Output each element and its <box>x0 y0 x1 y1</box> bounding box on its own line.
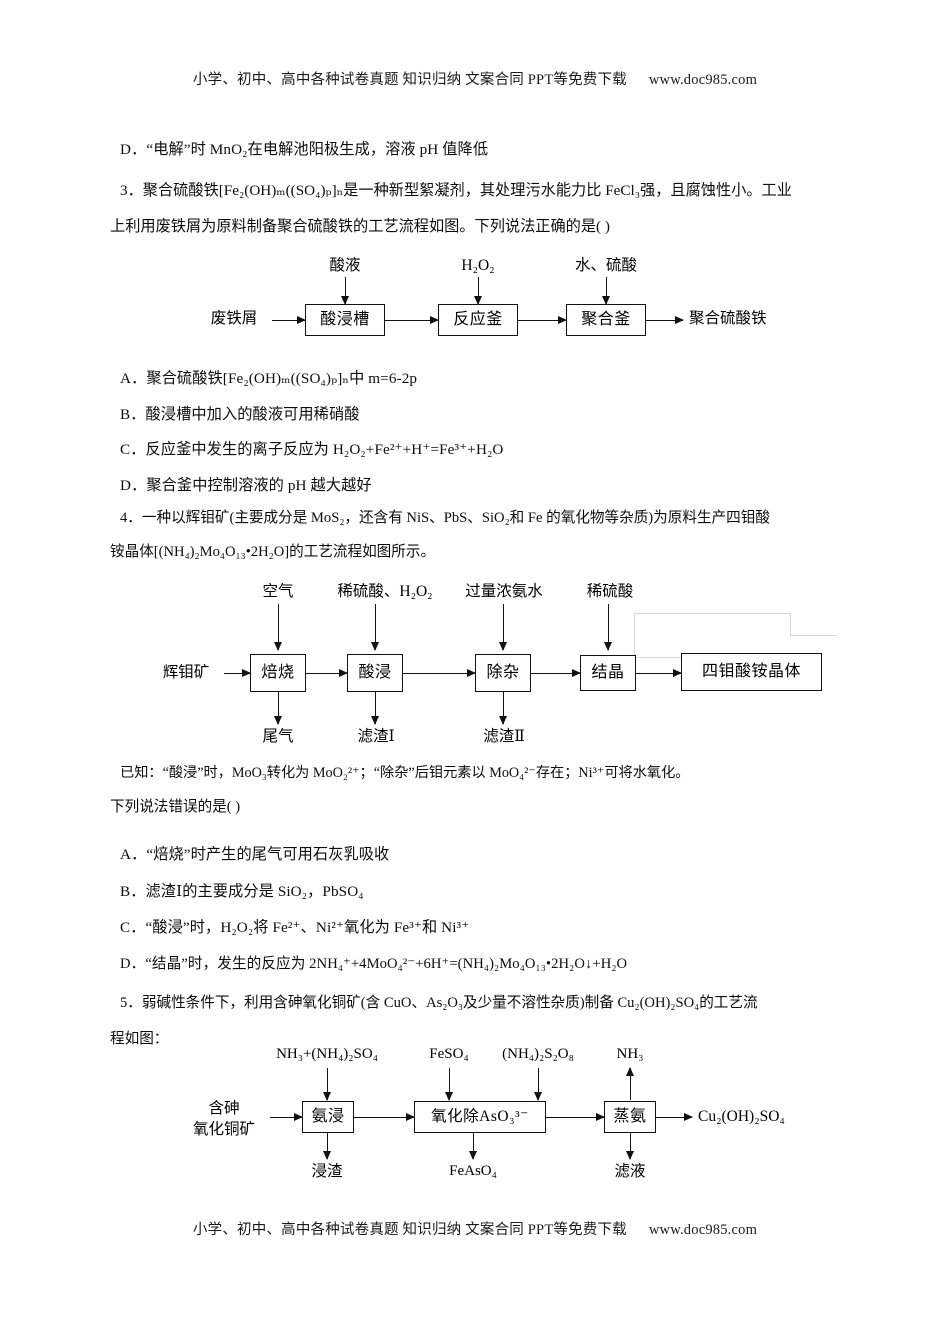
flow3-output-label-nh3: NH₃ <box>616 1046 644 1062</box>
flow3-stage-box-0: 氨浸 <box>302 1101 354 1133</box>
q5-stem-line1: 5．弱碱性条件下，利用含砷氧化铜矿(含 CuO、As₂O₃及少量不溶性杂质)制备… <box>120 995 758 1011</box>
flow1-stage-box-0: 酸浸槽 <box>305 304 385 336</box>
header-watermark: 小学、初中、高中各种试卷真题 知识归纳 文案合同 PPT等免费下载 www.doc… <box>0 68 950 89</box>
flow3-source-line1: 含砷 <box>208 1100 240 1117</box>
q4-known-line2: 下列说法错误的是( ) <box>110 799 241 815</box>
footer-watermark: 小学、初中、高中各种试卷真题 知识归纳 文案合同 PPT等免费下载 www.doc… <box>0 1218 950 1239</box>
q3-option-c: C．反应釜中发生的离子反应为 H₂O₂+Fe²⁺+H⁺=Fe³⁺+H₂O <box>120 441 504 458</box>
flow1-stage-box-1: 反应釜 <box>438 304 518 336</box>
flow3-product-label: Cu₂(OH)₂SO₄ <box>698 1108 785 1125</box>
q4-known-line1: 已知：“酸浸”时，MoO₃转化为 MoO₂²⁺；“除杂”后钼元素以 MoO₄²⁻… <box>120 765 690 781</box>
scan-artifact-line-6 <box>790 635 837 636</box>
flow2-stage-box-1: 酸浸 <box>347 654 403 692</box>
flow3-out-arrow-0 <box>323 1133 332 1160</box>
flow3-source-label: 含砷氧化铜矿 <box>178 1098 270 1140</box>
flow3-up-arrow-nh3 <box>626 1067 635 1100</box>
flow2-stage-box-0: 焙烧 <box>250 654 306 692</box>
flow2-arrow-1-2 <box>403 669 476 678</box>
q4-stem-line2: 铵晶体[(NH₄)₂Mo₄O₁₃•2H₂O]的工艺流程如图所示。 <box>110 544 436 560</box>
flow1-input-label-1: H₂O₂ <box>461 257 495 274</box>
flow1-arrow-out <box>646 316 684 325</box>
flow2-input-label-3: 稀硫酸 <box>586 583 634 600</box>
flow3-out-arrow-1 <box>469 1133 478 1160</box>
flow3-down-arrow-0 <box>323 1068 332 1101</box>
q4-stem-line1: 4．一种以辉钼矿(主要成分是 MoS₂，还含有 NiS、PbS、SiO₂和 Fe… <box>120 510 770 526</box>
flow2-down-arrow-3 <box>604 604 613 651</box>
flow3-stage-box-2: 蒸氨 <box>604 1101 656 1133</box>
flow2-output-label-0: 尾气 <box>262 728 294 745</box>
flow2-stage-box-3: 结晶 <box>580 655 636 691</box>
flow3-output-label-0: 浸渣 <box>311 1163 343 1180</box>
flow3-out-arrow-2 <box>626 1133 635 1160</box>
flow3-arrow-1-2 <box>546 1113 605 1122</box>
flow3-arrow-out <box>656 1113 693 1122</box>
flow1-product-label: 聚合硫酸铁 <box>689 310 767 327</box>
flow2-out-arrow-0 <box>274 692 283 725</box>
scan-artifact-line-1 <box>634 613 790 614</box>
q3-stem-line2: 上利用废铁屑为原料制备聚合硫酸铁的工艺流程如图。下列说法正确的是( ) <box>110 218 610 235</box>
watermark-url: www.doc985.com <box>648 72 758 88</box>
flow2-down-arrow-0 <box>274 604 283 651</box>
flow2-product-box: 四钼酸铵晶体 <box>681 653 822 691</box>
flow3-arrow-0-1 <box>354 1113 415 1122</box>
flow2-down-arrow-1 <box>371 604 380 651</box>
footer-watermark-text: 小学、初中、高中各种试卷真题 知识归纳 文案合同 PPT等免费下载 <box>192 1222 627 1238</box>
flow2-arrow-0-1 <box>306 669 348 678</box>
flow2-out-arrow-1 <box>371 692 380 725</box>
flow3-output-label-2: 滤液 <box>614 1163 646 1180</box>
q3-option-a: A．聚合硫酸铁[Fe₂(OH)ₘ((SO₄)ₚ]ₙ中 m=6-2p <box>120 370 418 387</box>
flow3-arrow-in <box>270 1113 303 1122</box>
flow2-source-label: 辉钼矿 <box>162 664 210 681</box>
flow2-output-label-2: 滤渣Ⅱ <box>483 728 525 745</box>
flow2-input-label-0: 空气 <box>262 583 294 600</box>
flow2-stage-box-2: 除杂 <box>475 654 531 692</box>
flow3-input-label-2: (NH₄)₂S₂O₈ <box>502 1046 574 1062</box>
flow1-arrow-0-1 <box>385 316 439 325</box>
flow2-down-arrow-2 <box>499 604 508 651</box>
flow2-arrow-in <box>224 669 251 678</box>
q3-option-d: D．聚合釜中控制溶液的 pH 越大越好 <box>120 477 372 494</box>
flow1-input-label-0: 酸液 <box>329 257 361 274</box>
flow2-output-label-1: 滤渣Ⅰ <box>357 728 395 745</box>
q3-stem-line1: 3．聚合硫酸铁[Fe₂(OH)ₘ((SO₄)ₚ]ₙ是一种新型絮凝剂，其处理污水能… <box>120 182 792 199</box>
q4-option-b: B．滤渣Ⅰ的主要成分是 SiO₂，PbSO₄ <box>120 883 364 900</box>
flow1-input-label-2: 水、硫酸 <box>574 257 637 274</box>
scan-artifact-line-5 <box>790 613 791 635</box>
flow3-down-arrow-2 <box>534 1068 543 1101</box>
footer-watermark-url: www.doc985.com <box>648 1222 758 1238</box>
flow2-out-arrow-2 <box>499 692 508 725</box>
scan-artifact-line-3 <box>634 657 716 658</box>
flow3-input-label-0: NH₃+(NH₄)₂SO₄ <box>276 1046 378 1062</box>
flow3-source-line2: 氧化铜矿 <box>192 1121 255 1138</box>
scan-artifact-line-2 <box>634 613 635 657</box>
q4-option-a: A．“焙烧”时产生的尾气可用石灰乳吸收 <box>120 846 390 863</box>
q4-option-c: C．“酸浸”时，H₂O₂将 Fe²⁺、Ni²⁺氧化为 Fe³⁺和 Ni³⁺ <box>120 919 470 936</box>
flow2-arrow-out <box>636 669 682 678</box>
flow3-down-arrow-1 <box>445 1068 454 1101</box>
flow3-output-label-1: FeAsO₄ <box>449 1163 497 1179</box>
flow1-stage-box-2: 聚合釜 <box>566 304 646 336</box>
flow2-input-label-2: 过量浓氨水 <box>465 583 543 600</box>
flow1-down-arrow-0 <box>341 277 350 305</box>
watermark-text: 小学、初中、高中各种试卷真题 知识归纳 文案合同 PPT等免费下载 <box>192 72 627 88</box>
flow1-arrow-in <box>272 316 306 325</box>
flow3-input-label-1: FeSO₄ <box>429 1046 469 1062</box>
flow2-input-label-1: 稀硫酸、H₂O₂ <box>337 583 433 600</box>
flow2-arrow-2-3 <box>531 669 581 678</box>
flow1-down-arrow-1 <box>474 277 483 305</box>
q5-stem-line2: 程如图： <box>110 1031 169 1047</box>
flow1-down-arrow-2 <box>602 277 611 305</box>
flow1-source-label: 废铁屑 <box>210 310 258 327</box>
q3-option-b: B．酸浸槽中加入的酸液可用稀硝酸 <box>120 406 360 423</box>
flow1-arrow-1-2 <box>518 316 567 325</box>
flow3-stage-box-1: 氧化除AsO₃³⁻ <box>414 1101 546 1133</box>
q2-option-d: D．“电解”时 MnO₂在电解池阳极生成，溶液 pH 值降低 <box>120 141 489 158</box>
q4-option-d: D．“结晶”时，发生的反应为 2NH₄⁺+4MoO₄²⁻+6H⁺=(NH₄)₂M… <box>120 956 628 972</box>
